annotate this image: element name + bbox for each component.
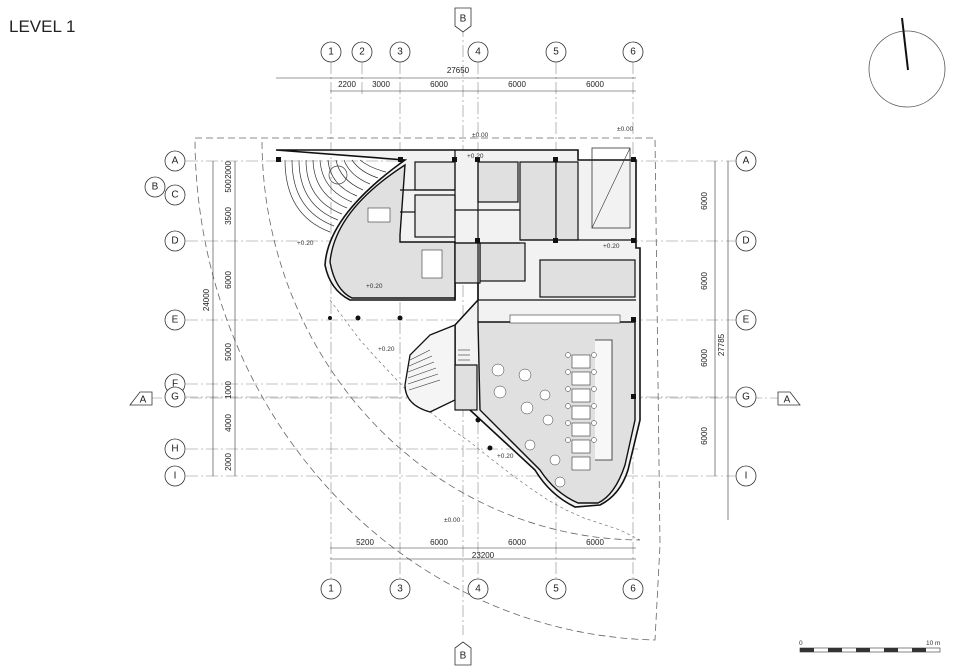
grid-row-label: A	[743, 156, 750, 167]
drawing-title: LEVEL 1	[9, 17, 75, 36]
dim-right-overall: 27785	[717, 333, 726, 356]
amphitheater-steps	[284, 159, 387, 233]
dim-left-seg-7: 4000	[224, 414, 233, 432]
scale-start-label: 0	[799, 640, 803, 647]
level-mark: +0.20	[378, 346, 395, 353]
grid-col-label: 4	[475, 584, 481, 595]
grid-row-label: C	[171, 190, 178, 201]
grid-row-label: D	[171, 236, 178, 247]
grid-col-label: 6	[630, 584, 636, 595]
dimension-lines	[212, 77, 729, 560]
dim-bottom-seg-1: 5200	[356, 538, 374, 547]
skylight	[591, 147, 631, 229]
dim-right-seg-1: 6000	[700, 192, 709, 210]
building-footprint	[275, 149, 641, 508]
level-mark: ±0.00	[444, 517, 461, 524]
dim-left-seg-5: 5000	[224, 343, 233, 361]
grid-row-label: E	[743, 315, 750, 326]
dim-left-seg-8: 2000	[224, 453, 233, 471]
meeting-table	[421, 249, 443, 279]
grid-col-label: 1	[328, 584, 334, 595]
dim-left-seg-1: 2000	[224, 161, 233, 179]
level-mark: ±0.00	[617, 126, 634, 133]
section-markers	[129, 7, 801, 666]
level-mark: +0.20	[603, 243, 620, 250]
section-mark-bottom: B	[460, 651, 467, 662]
section-mark-top: B	[460, 14, 467, 25]
grid-col-label: 5	[553, 47, 559, 58]
grid-col-label: 2	[359, 47, 365, 58]
interior-walls	[400, 150, 636, 322]
stair-treads	[407, 349, 470, 391]
planter	[328, 165, 348, 185]
level-mark: +0.20	[497, 453, 514, 460]
grid-col-label: 4	[475, 47, 481, 58]
dining-tables	[571, 354, 591, 471]
dim-left-seg-4: 6000	[224, 271, 233, 289]
grid-row-label: H	[171, 444, 178, 455]
section-mark-left: A	[140, 395, 147, 406]
grid-row-label: D	[742, 236, 749, 247]
dim-bottom-seg-2: 6000	[430, 538, 448, 547]
dim-top-seg-1: 2200	[338, 80, 356, 89]
dim-top-seg-3: 6000	[430, 80, 448, 89]
grid-col-label: 3	[397, 47, 403, 58]
dim-top-seg-5: 6000	[586, 80, 604, 89]
level-mark: +0.20	[366, 283, 383, 290]
dim-left-overall: 24000	[202, 288, 211, 311]
level-mark: +0.20	[297, 240, 314, 247]
north-arrow-icon	[868, 17, 946, 108]
dim-left-seg-6: 1000	[224, 381, 233, 399]
scale-end-label: 10 m	[926, 640, 940, 647]
grid-col-label: 1	[328, 47, 334, 58]
grid-col-label: 3	[397, 584, 403, 595]
dim-left-seg-2: 500	[224, 179, 233, 193]
level-mark: ±0.00	[472, 132, 489, 139]
grid-row-label: G	[742, 392, 750, 403]
grid-row-label: I	[745, 471, 748, 482]
structural-columns	[276, 157, 636, 451]
dim-top-seg-2: 3000	[372, 80, 390, 89]
grid-row-label: G	[171, 392, 179, 403]
desk	[367, 207, 391, 223]
dim-bottom-seg-3: 6000	[508, 538, 526, 547]
grid-row-label: B	[152, 182, 159, 193]
dim-right-seg-3: 6000	[700, 349, 709, 367]
section-mark-right: A	[784, 395, 791, 406]
grid-col-label: 5	[553, 584, 559, 595]
grid-bubble-labels: 1 2 3 4 5 6 1 3 4 5 6 A B C D E F G H I …	[152, 47, 750, 595]
chairs	[491, 352, 597, 488]
grid-row-label: A	[172, 156, 179, 167]
dim-left-seg-3: 3500	[224, 207, 233, 225]
grid-col-label: 6	[630, 47, 636, 58]
grid-row-label: I	[174, 471, 177, 482]
grid-row-label: F	[172, 379, 178, 390]
dim-right-seg-4: 6000	[700, 427, 709, 445]
dim-top-overall: 27650	[447, 66, 470, 75]
grid-bubbles	[144, 41, 757, 600]
grid-row-label: E	[172, 315, 179, 326]
dim-bottom-seg-4: 6000	[586, 538, 604, 547]
dim-right-seg-2: 6000	[700, 272, 709, 290]
site-boundary	[194, 137, 661, 641]
dim-bottom-overall: 23200	[472, 551, 495, 560]
level-mark: +0.20	[467, 153, 484, 160]
dim-top-seg-4: 6000	[508, 80, 526, 89]
terrain-line	[329, 299, 641, 541]
scale-bar: 0 10 m	[799, 640, 940, 653]
